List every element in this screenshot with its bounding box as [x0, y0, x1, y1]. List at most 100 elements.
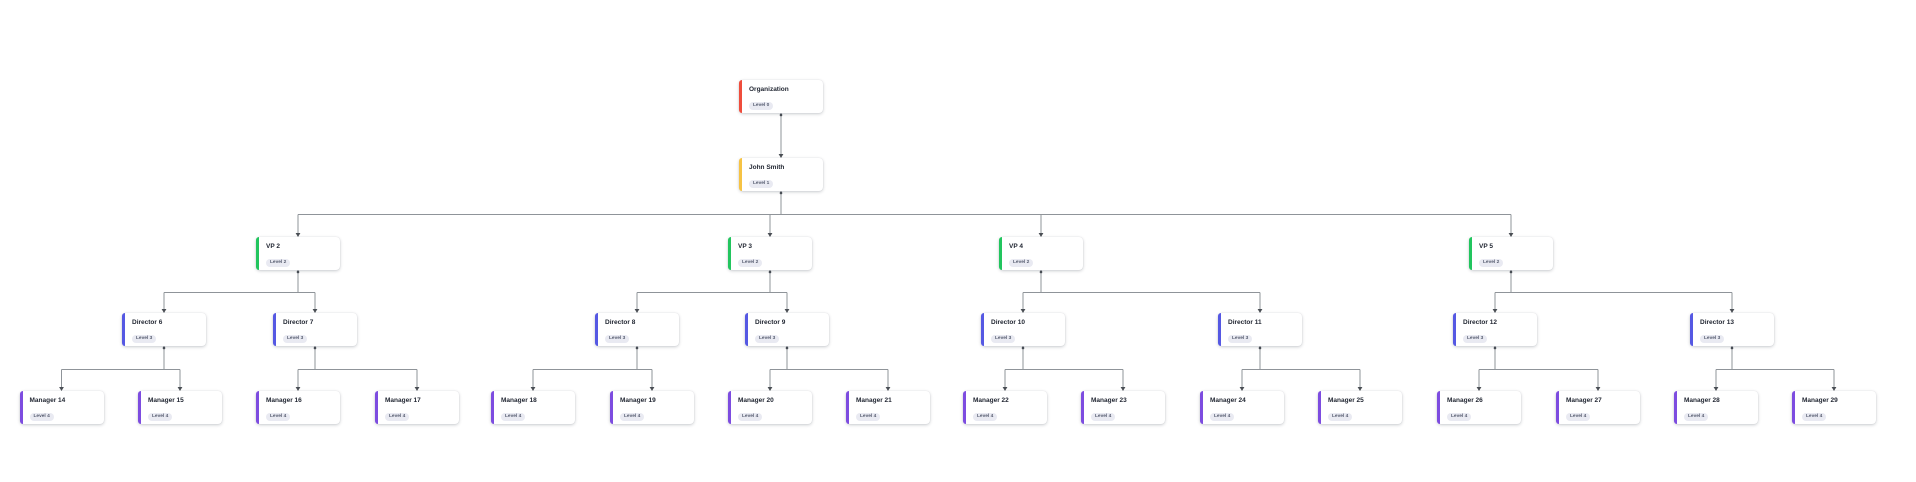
level-accent-bar: [1437, 391, 1440, 424]
node-level-badge: Level 4: [1328, 413, 1353, 421]
arrowhead-icon: [1020, 309, 1026, 313]
node-title: Manager 26: [1447, 397, 1483, 404]
node-title: Manager 24: [1210, 397, 1246, 404]
level-accent-bar: [138, 391, 141, 424]
node-level-badge: Level 2: [738, 259, 763, 267]
node-title: VP 3: [738, 243, 752, 250]
arrowhead-icon: [1508, 233, 1514, 237]
node-title: Director 12: [1463, 319, 1497, 326]
connector-start-dot: [162, 346, 166, 350]
node-title: VP 5: [1479, 243, 1493, 250]
node-title: Director 8: [605, 319, 636, 326]
node-manager-26[interactable]: Manager 26 Level 4: [1437, 391, 1521, 424]
arrowhead-icon: [1002, 387, 1008, 391]
level-accent-bar: [728, 237, 731, 270]
node-level-badge: Level 4: [1447, 413, 1472, 421]
node-title: Manager 17: [385, 397, 421, 404]
arrowhead-icon: [59, 387, 64, 391]
connector-start-dot: [1730, 346, 1734, 350]
node-title: Manager 25: [1328, 397, 1364, 404]
node-level-badge: Level 4: [856, 413, 881, 421]
level-accent-bar: [728, 391, 731, 424]
level-accent-bar: [1318, 391, 1321, 424]
arrowhead-icon: [295, 233, 301, 237]
node-level-badge: Level 4: [1091, 413, 1116, 421]
level-accent-bar: [1218, 313, 1221, 346]
node-title: Manager 15: [148, 397, 184, 404]
node-title: Director 7: [283, 319, 314, 326]
connector-start-dot: [768, 270, 772, 274]
level-accent-bar: [1556, 391, 1559, 424]
node-title: Manager 27: [1566, 397, 1602, 404]
level-accent-bar: [1200, 391, 1203, 424]
node-title: Director 10: [991, 319, 1025, 326]
connector-start-dot: [1258, 346, 1262, 350]
node-title: John Smith: [749, 164, 785, 171]
node-level-badge: Level 4: [738, 413, 763, 421]
arrowhead-icon: [414, 387, 420, 391]
node-title: VP 2: [266, 243, 280, 250]
node-title: VP 4: [1009, 243, 1023, 250]
level-accent-bar: [1674, 391, 1677, 424]
arrowhead-icon: [530, 387, 536, 391]
node-level-badge: Level 3: [1700, 335, 1725, 343]
arrowhead-icon: [1120, 387, 1126, 391]
arrowhead-icon: [649, 387, 655, 391]
level-accent-bar: [745, 313, 748, 346]
connector-start-dot: [1493, 346, 1497, 350]
level-accent-bar: [1453, 313, 1456, 346]
level-accent-bar: [1690, 313, 1693, 346]
node-title: Manager 21: [856, 397, 892, 404]
node-vp-3[interactable]: VP 3 Level 2: [728, 237, 812, 270]
arrowhead-icon: [1357, 387, 1363, 391]
arrowhead-icon: [1492, 309, 1498, 313]
node-manager-21[interactable]: Manager 21 Level 4: [846, 391, 930, 424]
level-accent-bar: [1469, 237, 1472, 270]
level-accent-bar: [739, 158, 742, 191]
level-accent-bar: [19, 391, 23, 424]
arrowhead-icon: [1038, 233, 1044, 237]
node-level-badge: Level 3: [755, 335, 780, 343]
node-title: Director 11: [1228, 319, 1262, 326]
node-level-badge: Level 4: [973, 413, 998, 421]
level-accent-bar: [981, 313, 984, 346]
level-accent-bar: [491, 391, 494, 424]
node-manager-25[interactable]: Manager 25 Level 4: [1318, 391, 1402, 424]
connector-start-dot: [1039, 270, 1043, 274]
level-accent-bar: [595, 313, 598, 346]
arrowhead-icon: [1595, 387, 1601, 391]
node-level-badge: Level 4: [1802, 413, 1827, 421]
level-accent-bar: [256, 237, 259, 270]
node-title: Organization: [749, 86, 789, 93]
arrowhead-icon: [767, 233, 773, 237]
connector-start-dot: [779, 191, 783, 195]
arrowhead-icon: [1713, 387, 1719, 391]
node-title: Manager 19: [620, 397, 656, 404]
